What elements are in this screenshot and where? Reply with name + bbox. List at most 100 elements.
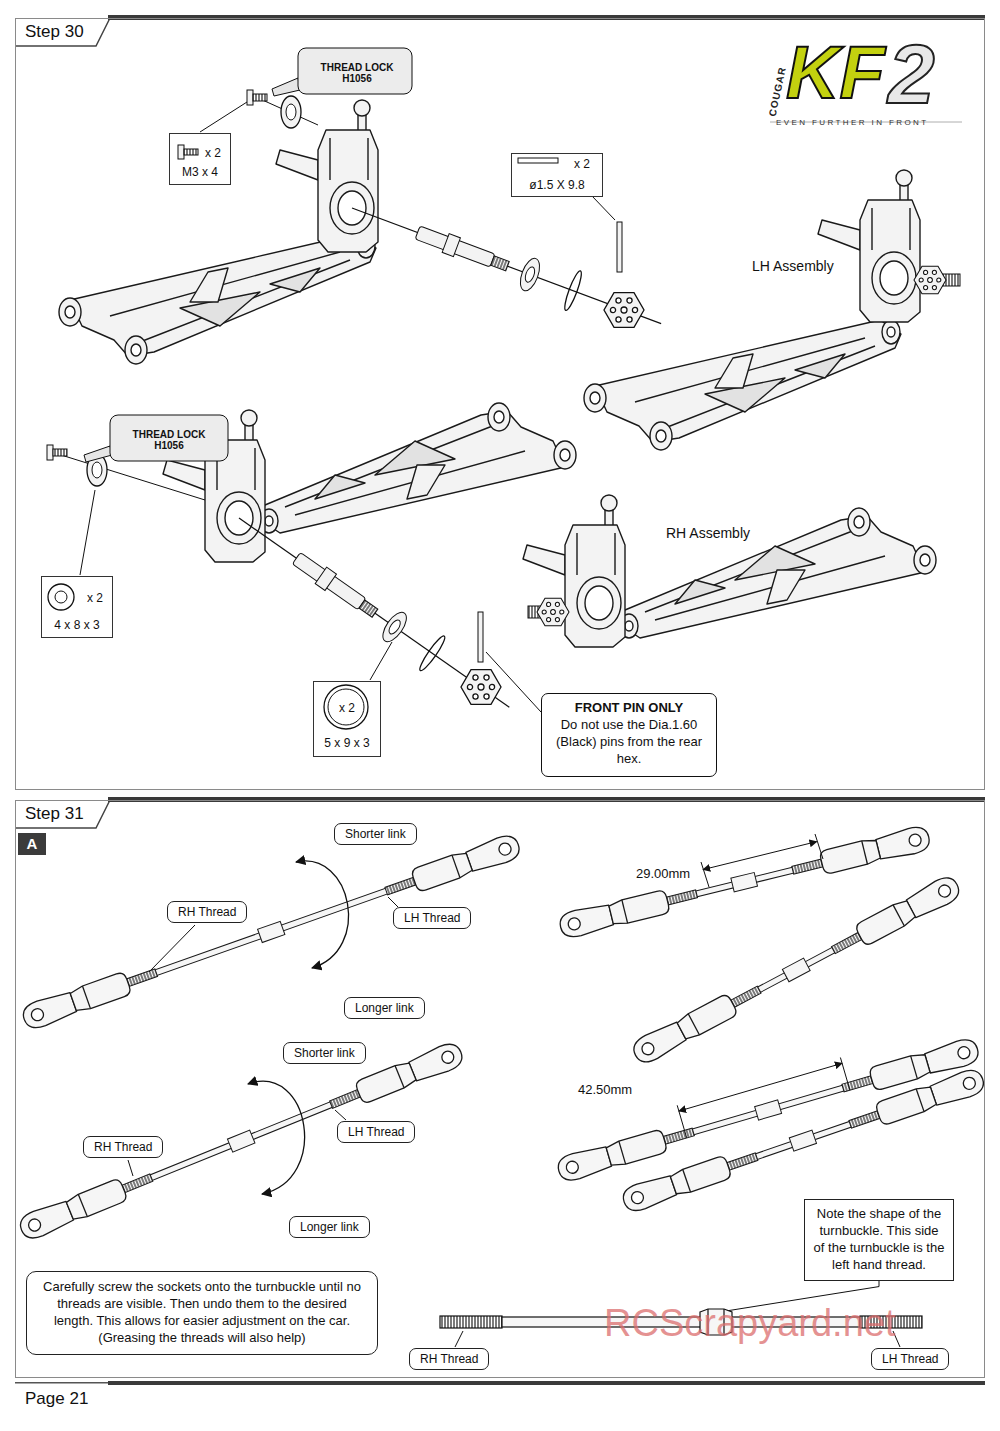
callout-text: LH Thread [348,1125,404,1139]
turnbuckle-link [831,933,861,954]
rh-exploded-assembly [227,501,521,725]
turnbuckle-link [354,1040,466,1105]
rh-exploded-assembly [84,446,112,462]
callout-label: Longer link [289,1216,370,1238]
rh-exploded-assembly [259,403,576,533]
logo-text: KF [786,36,885,110]
part-icon [55,591,67,603]
turnbuckle-link [731,873,758,892]
thread-lock-tube: THREAD LOCK H1056 [117,421,221,459]
turnbuckle-link [663,1128,694,1144]
callout-text: RH Thread [94,1140,152,1154]
note-body: Do not use the Dia.1.60 (Black) pins fro… [548,717,710,768]
assembly-label: RH Assembly [666,525,750,541]
part-count: x 2 [574,157,590,171]
rh-exploded-assembly [486,652,541,712]
dimension-line [677,834,850,1138]
turnbuckle-link [629,992,738,1067]
dimension-line [679,1063,842,1111]
dimension-line [703,842,817,870]
part-size: 4 x 8 x 3 [42,618,112,632]
tube-label: THREAD LOCK H1056 [121,429,217,452]
turnbuckle-link [20,832,523,1031]
sub-step-tag: A [18,833,46,855]
turnbuckle-link [127,969,158,987]
rh-assembly [523,495,936,647]
turnbuckle-link [874,1066,986,1126]
lh-assembly [584,170,960,450]
rh-exploded-assembly [80,490,95,575]
part-size: ø1.5 X 9.8 [512,178,602,192]
turnbuckle-link [620,1154,732,1214]
callout-text: Longer link [300,1220,359,1234]
lh-assembly [818,170,920,322]
callout-label: Shorter link [334,823,417,845]
lh-exploded-assembly [604,293,644,328]
dimension-line [701,862,709,887]
parts-box: x 2 4 x 8 x 3 [41,576,113,638]
turnbuckle-link [410,832,522,893]
step-heading: Step 30 [25,22,84,42]
part-icon [184,149,198,155]
lh-exploded-assembly [59,234,376,364]
step-heading: Step 31 [25,804,84,824]
turnbuckle-link [20,970,132,1031]
callout-text: LH Thread [404,911,460,925]
callout-text: RH Thread [420,1352,478,1366]
part-icon [48,584,368,729]
leader-line [335,1110,346,1120]
thread-lock-tube: THREAD LOCK H1056 [305,54,409,92]
note-box: Note the shape of the turnbuckle. This s… [804,1199,954,1281]
part-count: x 2 [314,701,380,715]
turnbuckle-link [227,1130,255,1152]
turnbuckle-link [664,1077,873,1143]
callout-label: LH Thread [337,1121,415,1143]
callout-label: LH Thread [871,1348,949,1370]
turnbuckle-link [731,986,761,1007]
turnbuckle-link [17,1177,129,1242]
part-icon [178,145,184,159]
rh-exploded-assembly [47,445,53,460]
dimension-label: 29.00mm [636,866,690,881]
step-panel: Step 30THREAD LOCK H1056x 2M3 x 4x 2ø1.5… [15,18,985,790]
note-text: Note the shape of the turnbuckle. This s… [813,1206,945,1274]
rh-exploded-assembly [47,403,576,729]
rh-exploded-assembly [461,670,501,705]
step-header-bar [108,1381,985,1385]
rh-exploded-assembly [92,462,102,478]
lh-exploded-assembly [592,196,615,220]
callout-label: Longer link [344,997,425,1019]
part-icon [48,584,74,610]
turnbuckle-link [558,888,671,939]
turnbuckle-link [727,1112,879,1169]
page-number-text: Page 21 [15,1386,107,1409]
leader-line [149,925,195,972]
dimension-line [815,834,823,859]
turnbuckle-link [782,958,810,982]
rotation-arrow [248,1081,305,1194]
turnbuckle-link [854,873,963,948]
note-box: FRONT PIN ONLYDo not use the Dia.1.60 (B… [541,693,717,777]
parts-box: x 2 ø1.5 X 9.8 [511,153,603,197]
callout-label: RH Thread [409,1348,489,1370]
turnbuckle-link [849,1111,880,1128]
dimension-label: 42.50mm [578,1082,632,1097]
turnbuckle-link [667,890,698,905]
lh-exploded-assembly [253,94,267,101]
note-heading: FRONT PIN ONLY [548,700,710,717]
note-box: Carefully screw the sockets onto the tur… [26,1271,378,1355]
lh-assembly [914,266,946,294]
turnbuckle-link [629,873,963,1067]
turnbuckle-link [127,878,416,985]
lh-exploded-assembly [247,90,253,105]
turnbuckle-link [727,1153,758,1170]
note-text: Carefully screw the sockets onto the tur… [37,1279,367,1347]
turnbuckle-link [792,859,823,874]
part-count: x 2 [87,591,103,605]
lh-exploded-assembly [281,96,301,128]
bare-turnbuckle [440,1316,502,1328]
step-header-bar [15,800,110,828]
step-panel: Step 31AShorter linkRH ThreadLH ThreadLo… [15,800,985,1378]
leader-line [128,1160,133,1176]
leader-line [455,1331,463,1347]
